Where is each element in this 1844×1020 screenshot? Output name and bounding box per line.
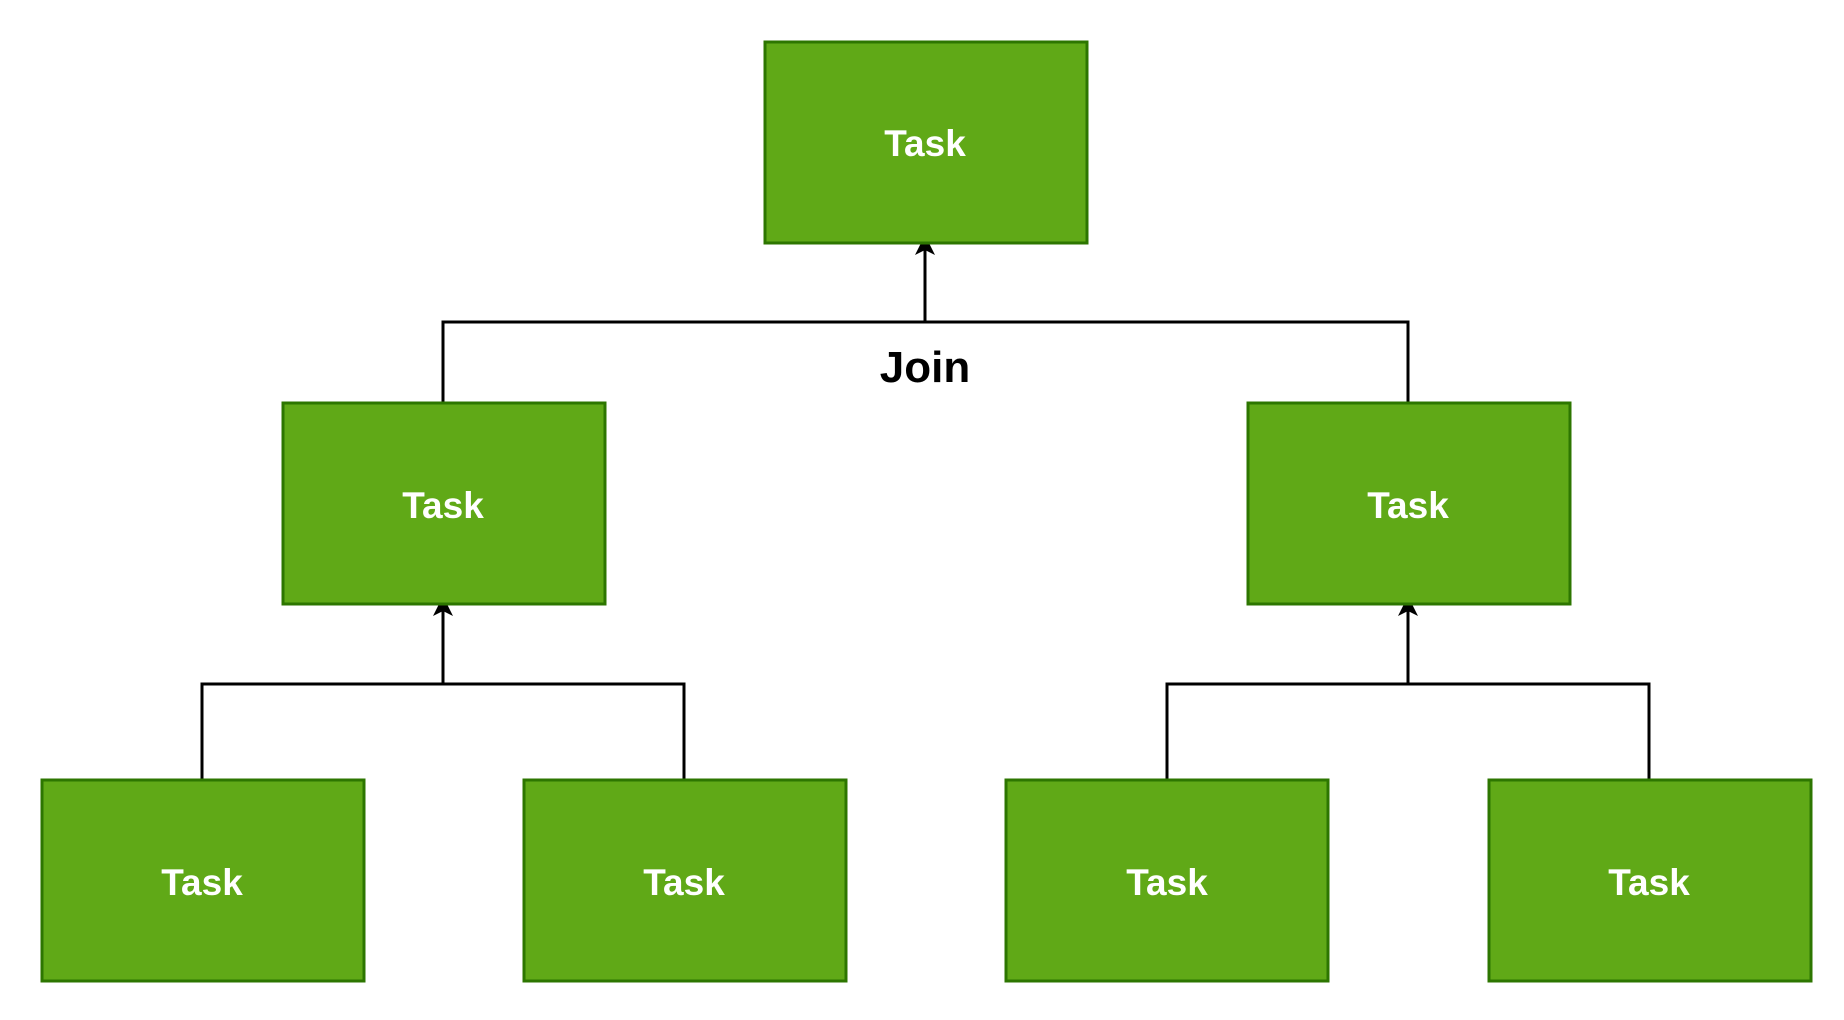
task-node-mid-right-label: Task <box>1367 485 1449 526</box>
task-node-leaf-2: Task <box>522 778 848 983</box>
task-node-leaf-4-label: Task <box>1608 862 1690 903</box>
task-node-mid-left: Task <box>281 401 607 606</box>
task-node-leaf-3: Task <box>1004 778 1330 983</box>
edge-mid-right-to-root <box>923 245 1410 403</box>
join-label: Join <box>880 343 970 392</box>
edge-leaf-1-to-mid-left <box>200 596 453 780</box>
task-node-leaf-4: Task <box>1487 778 1813 983</box>
task-node-mid-left-label: Task <box>402 485 484 526</box>
edge-mid-left-to-root <box>441 235 935 403</box>
task-node-leaf-2-label: Task <box>643 862 725 903</box>
edge-leaf-2-to-mid-left <box>441 606 686 780</box>
task-node-leaf-3-label: Task <box>1126 862 1208 903</box>
edge-leaf-3-to-mid-right <box>1165 596 1418 780</box>
task-node-leaf-1: Task <box>40 778 366 983</box>
task-node-mid-right: Task <box>1246 401 1572 606</box>
task-node-root: Task <box>763 40 1089 245</box>
task-node-leaf-1-label: Task <box>161 862 243 903</box>
task-node-root-label: Task <box>884 123 966 164</box>
edge-leaf-4-to-mid-right <box>1406 606 1651 780</box>
